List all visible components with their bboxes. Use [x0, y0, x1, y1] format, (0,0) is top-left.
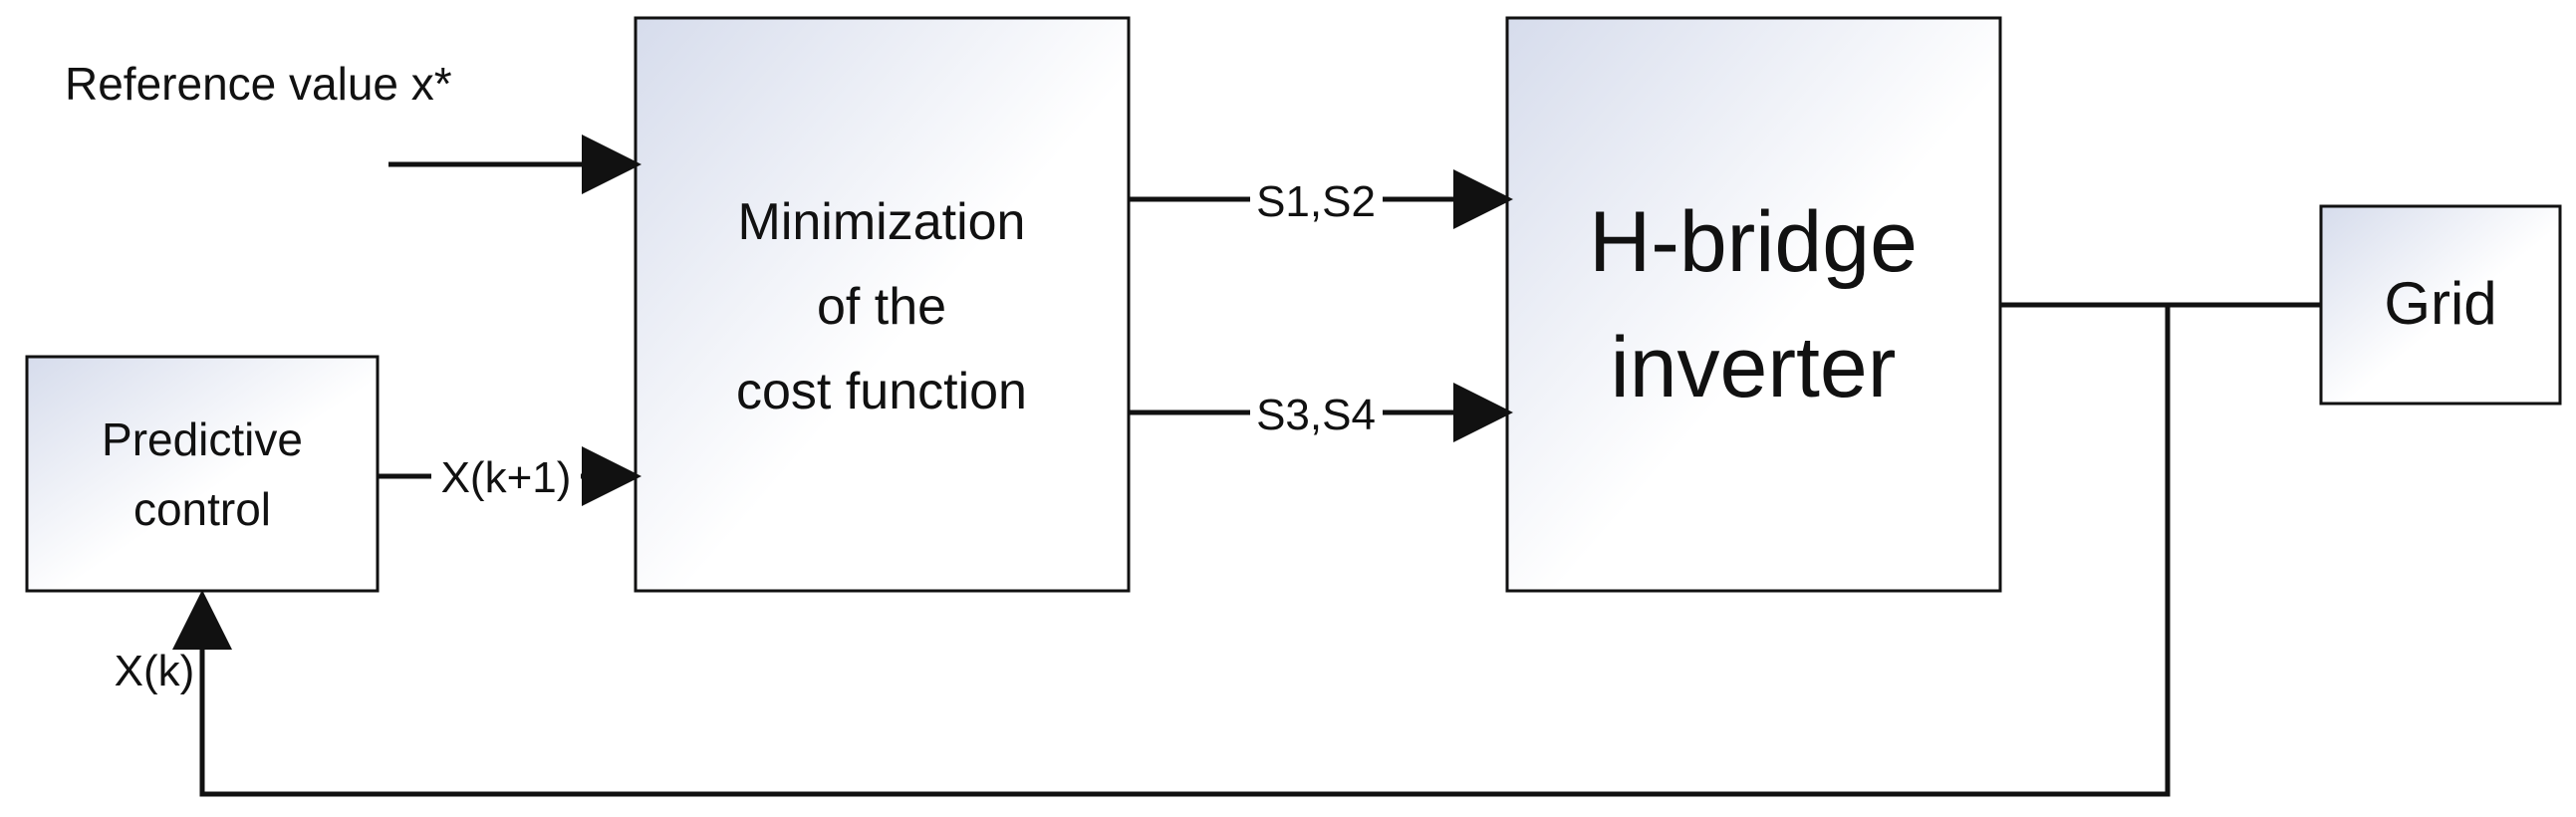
minimization-label-line3: cost function: [736, 363, 1027, 420]
h-bridge-label-line1: H-bridge: [1589, 194, 1918, 290]
minimization-label-line2: of the: [817, 278, 946, 336]
grid-block: [2319, 204, 2562, 406]
h-bridge-label-line2: inverter: [1611, 320, 1897, 415]
grid-label: Grid: [2384, 270, 2496, 337]
s3s4-label: S3,S4: [1256, 391, 1376, 439]
reference-label: Reference value x*: [65, 58, 452, 110]
s1s2-label: S1,S2: [1256, 177, 1376, 226]
x-k1-label: X(k+1): [441, 453, 572, 502]
h-bridge-inverter-block: [1505, 16, 2002, 593]
predictive-control-block: [25, 355, 380, 593]
feedback-path: [172, 305, 2171, 797]
predictive-label-line2: control: [133, 483, 271, 535]
predictive-label-line1: Predictive: [102, 413, 303, 465]
x-k-label: X(k): [115, 647, 195, 695]
minimization-label-line1: Minimization: [738, 193, 1026, 251]
minimization-block: [634, 16, 1131, 593]
